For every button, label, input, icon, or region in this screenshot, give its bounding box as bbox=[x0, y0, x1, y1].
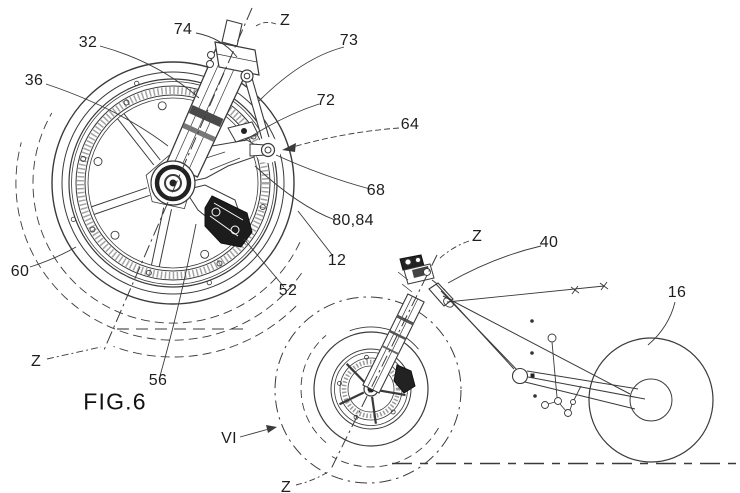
leader-32 bbox=[99, 45, 200, 99]
ref-label-32: 32 bbox=[78, 34, 98, 51]
reference-leaders-overview bbox=[295, 240, 676, 486]
line-marker-cross bbox=[570, 281, 609, 295]
rim-rings bbox=[68, 78, 278, 288]
fork-band bbox=[188, 105, 224, 127]
leader-52 bbox=[243, 238, 285, 288]
frame-lines bbox=[435, 281, 646, 410]
ref-label-40: 40 bbox=[539, 234, 559, 251]
small-front-wheel bbox=[313, 331, 429, 447]
ref-label-16: 16 bbox=[667, 284, 687, 301]
ref-label-73: 73 bbox=[339, 32, 359, 49]
brake-caliper bbox=[204, 195, 253, 248]
fork-band bbox=[182, 123, 216, 142]
front-fender-arc bbox=[349, 326, 419, 350]
handlebar-grip bbox=[428, 282, 454, 307]
leader-60 bbox=[29, 246, 77, 268]
leader-z-left bbox=[46, 346, 102, 360]
ref-label-60: 60 bbox=[10, 263, 30, 280]
leader-z-small-top bbox=[438, 240, 470, 260]
leader-64-arrowhead bbox=[282, 143, 296, 152]
link-pivot bbox=[249, 137, 281, 163]
ref-label-64: 64 bbox=[400, 116, 420, 133]
ref-label-74: 74 bbox=[173, 21, 193, 38]
tire-outer bbox=[51, 61, 295, 305]
leader-56 bbox=[159, 223, 197, 377]
leader-16 bbox=[647, 301, 676, 346]
leader-12 bbox=[297, 210, 334, 257]
ref-label-52: 52 bbox=[278, 282, 298, 299]
steering-axis-line bbox=[103, 7, 253, 351]
wheel-hub bbox=[150, 160, 196, 206]
axis-label-z-small-top: Z bbox=[471, 228, 483, 245]
axis-label-z-top: Z bbox=[279, 12, 291, 29]
headstock-cluster bbox=[397, 254, 454, 308]
leader-z-small-bottom bbox=[295, 471, 329, 486]
leader-64 bbox=[292, 127, 400, 148]
reference-leaders-main bbox=[29, 21, 400, 438]
rear-wheel bbox=[588, 337, 714, 463]
leader-vi-arrowhead bbox=[266, 425, 277, 433]
fork-crown-clamp bbox=[214, 41, 260, 76]
detail-circle-vi bbox=[274, 296, 462, 484]
leader-36 bbox=[45, 83, 169, 147]
front-wheel-assembly bbox=[15, 7, 302, 358]
rear-suspension-linkage bbox=[530, 319, 582, 417]
phantom-fender-arcs bbox=[15, 112, 302, 358]
ref-label-68: 68 bbox=[366, 182, 386, 199]
motorcycle-overview bbox=[274, 254, 740, 484]
leader-40 bbox=[447, 245, 542, 284]
small-brake-caliper bbox=[393, 364, 416, 394]
axis-label-z-small-bottom: Z bbox=[280, 479, 292, 493]
ref-label-80-84: 80,84 bbox=[332, 212, 374, 229]
axis-label-z-left: Z bbox=[30, 353, 42, 370]
tire-inner bbox=[61, 71, 285, 295]
leader-80-84 bbox=[254, 165, 336, 221]
detail-marker-vi: VI bbox=[221, 430, 237, 447]
figure-caption: FIG.6 bbox=[83, 388, 147, 415]
small-steering-axis bbox=[329, 254, 438, 472]
small-phantom-arcs bbox=[300, 335, 439, 468]
leader-z-top bbox=[255, 21, 277, 27]
front-fork bbox=[165, 19, 260, 178]
swingarm-pivot bbox=[511, 367, 529, 385]
clamp-bolt bbox=[206, 60, 214, 68]
ref-label-36: 36 bbox=[24, 72, 44, 89]
leader-68 bbox=[275, 154, 371, 190]
ref-label-56: 56 bbox=[148, 372, 168, 389]
ref-label-72: 72 bbox=[316, 92, 336, 109]
leader-73 bbox=[258, 46, 345, 102]
leader-72 bbox=[243, 103, 320, 142]
clamp-bolt bbox=[207, 51, 215, 59]
marker-line bbox=[446, 285, 605, 303]
leader-vi bbox=[239, 428, 270, 438]
leader-74 bbox=[195, 32, 238, 58]
ref-label-12: 12 bbox=[327, 252, 347, 269]
